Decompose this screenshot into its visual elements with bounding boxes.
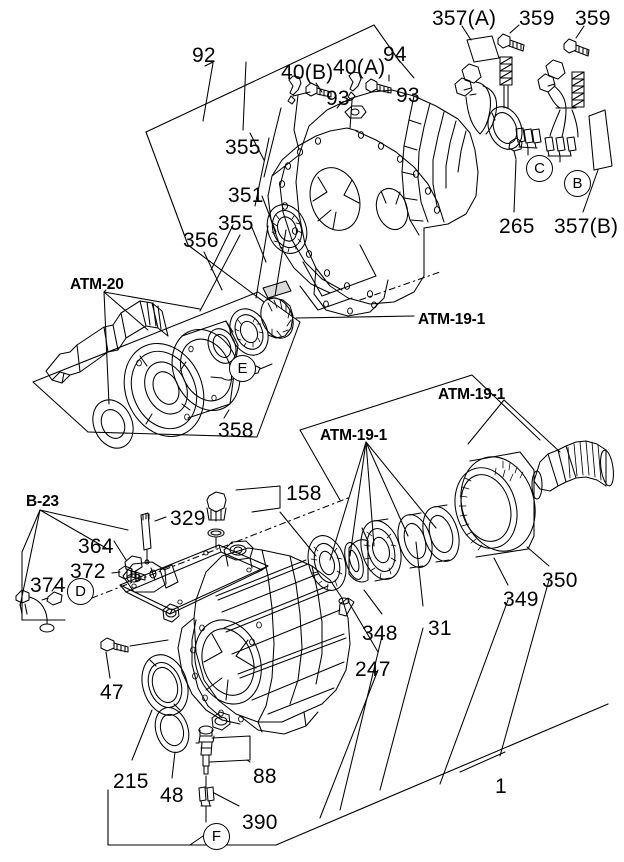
leader-48 <box>171 751 176 779</box>
leader-329 <box>154 516 167 522</box>
leader-40a <box>349 100 353 129</box>
key-block <box>262 280 292 299</box>
leader-94 <box>397 58 415 79</box>
callout-circle-callout-f: F <box>203 823 230 850</box>
leader-349 <box>493 557 509 586</box>
leader-374 <box>51 579 61 592</box>
gear-splined-small <box>260 297 294 339</box>
pin-329 <box>140 512 152 565</box>
upper-transmission-case <box>267 89 479 317</box>
bracket-atm-19-1-right <box>299 374 541 501</box>
synchro-hub-350 <box>454 451 536 558</box>
clip-40a <box>347 71 362 101</box>
leader-372 <box>111 571 121 574</box>
thrust-washer-left <box>92 399 134 449</box>
leader-1 <box>459 751 506 773</box>
leader-358 <box>223 409 230 419</box>
part-number-part-247: 247 <box>355 658 391 681</box>
output-shaft-gear <box>531 440 614 500</box>
group-label-atm-19-1-upper: ATM-19-1 <box>418 311 486 328</box>
part-number-part-47: 47 <box>100 681 124 704</box>
callout-circle-callout-c: C <box>526 155 553 182</box>
bolt-93-right <box>365 78 392 94</box>
leader-215 <box>131 709 153 761</box>
group-label-atm-19-1-center: ATM-19-1 <box>320 427 388 444</box>
leader-158-box <box>235 485 281 513</box>
connectors-c <box>515 127 542 156</box>
leader-265 <box>513 159 517 213</box>
part-number-part-93-right: 93 <box>396 84 420 107</box>
part-number-part-94: 94 <box>383 43 407 66</box>
input-shaft <box>45 300 169 384</box>
bearing-351 <box>266 204 308 254</box>
group-label-atm-19-1-right: ATM-19-1 <box>438 386 506 403</box>
part-number-part-93-left: 93 <box>326 87 350 110</box>
leader-348 <box>363 589 383 615</box>
leader-31 <box>415 541 424 607</box>
vent-158 <box>206 491 227 549</box>
oil-seal-215 <box>141 654 189 716</box>
part-number-part-359-2: 359 <box>575 7 611 30</box>
part-number-part-390: 390 <box>242 811 278 834</box>
part-number-part-40a: 40(A) <box>333 56 386 79</box>
leader-390 <box>213 792 240 807</box>
bracket-upper-group <box>145 24 401 303</box>
part-number-part-358: 358 <box>218 419 254 442</box>
leader-88 <box>246 759 251 763</box>
callout-circle-callout-e: E <box>229 355 256 382</box>
part-number-part-364: 364 <box>78 535 114 558</box>
bearing-mid <box>229 308 269 356</box>
part-number-part-215: 215 <box>113 770 149 793</box>
part-number-part-348: 348 <box>362 622 398 645</box>
part-number-part-350: 350 <box>542 569 578 592</box>
terminals-390 <box>198 786 240 815</box>
group-label-b-23: B-23 <box>26 493 59 510</box>
bracket-b-23 <box>21 509 129 621</box>
bearing-left-right-grp <box>307 535 347 591</box>
part-number-part-374: 374 <box>30 574 66 597</box>
clip-40b <box>287 75 302 105</box>
group-label-atm-20: ATM-20 <box>70 276 124 293</box>
leader-350 <box>526 546 550 567</box>
leader-93-left <box>315 82 323 93</box>
callout-circle-callout-d: D <box>67 578 94 605</box>
part-number-part-355-a: 355 <box>225 136 261 159</box>
part-number-part-357a: 357(A) <box>432 7 497 30</box>
part-number-part-158: 158 <box>286 482 322 505</box>
part-number-part-1: 1 <box>495 775 507 798</box>
bolt-47 <box>100 637 129 679</box>
leader-atm191-right-a <box>467 399 505 445</box>
part-number-part-92: 92 <box>192 44 216 67</box>
callout-circle-callout-b: B <box>564 170 591 197</box>
seal-48 <box>154 707 190 753</box>
part-number-part-31: 31 <box>428 617 452 640</box>
part-number-part-357b: 357(B) <box>554 215 619 238</box>
part-number-part-349: 349 <box>503 588 539 611</box>
switch-88 <box>195 725 215 775</box>
part-number-part-329: 329 <box>170 507 206 530</box>
part-number-part-88: 88 <box>253 765 277 788</box>
part-number-part-48: 48 <box>160 784 184 807</box>
sensor-wiring-assembly <box>454 24 613 213</box>
bracket-lower-main <box>107 703 609 846</box>
part-number-part-351: 351 <box>228 184 264 207</box>
leader-247 <box>347 600 379 653</box>
dowel-pin-247 <box>338 597 355 617</box>
leader-47 <box>105 651 111 679</box>
connectors-b <box>544 136 577 163</box>
hose-374 <box>15 589 63 633</box>
leader-atm191-upper <box>295 315 415 319</box>
leader-364 <box>113 540 127 561</box>
part-number-part-359-1: 359 <box>519 7 555 30</box>
part-number-part-372: 372 <box>70 560 106 583</box>
part-number-part-265: 265 <box>499 215 535 238</box>
part-number-part-356: 356 <box>183 229 219 252</box>
part-number-part-355-b: 355 <box>218 212 254 235</box>
leader-atm191-right-b <box>503 399 561 453</box>
lower-extension-housing <box>119 540 351 735</box>
part-number-part-40b: 40(B) <box>281 61 334 84</box>
leader-357b <box>582 169 599 213</box>
